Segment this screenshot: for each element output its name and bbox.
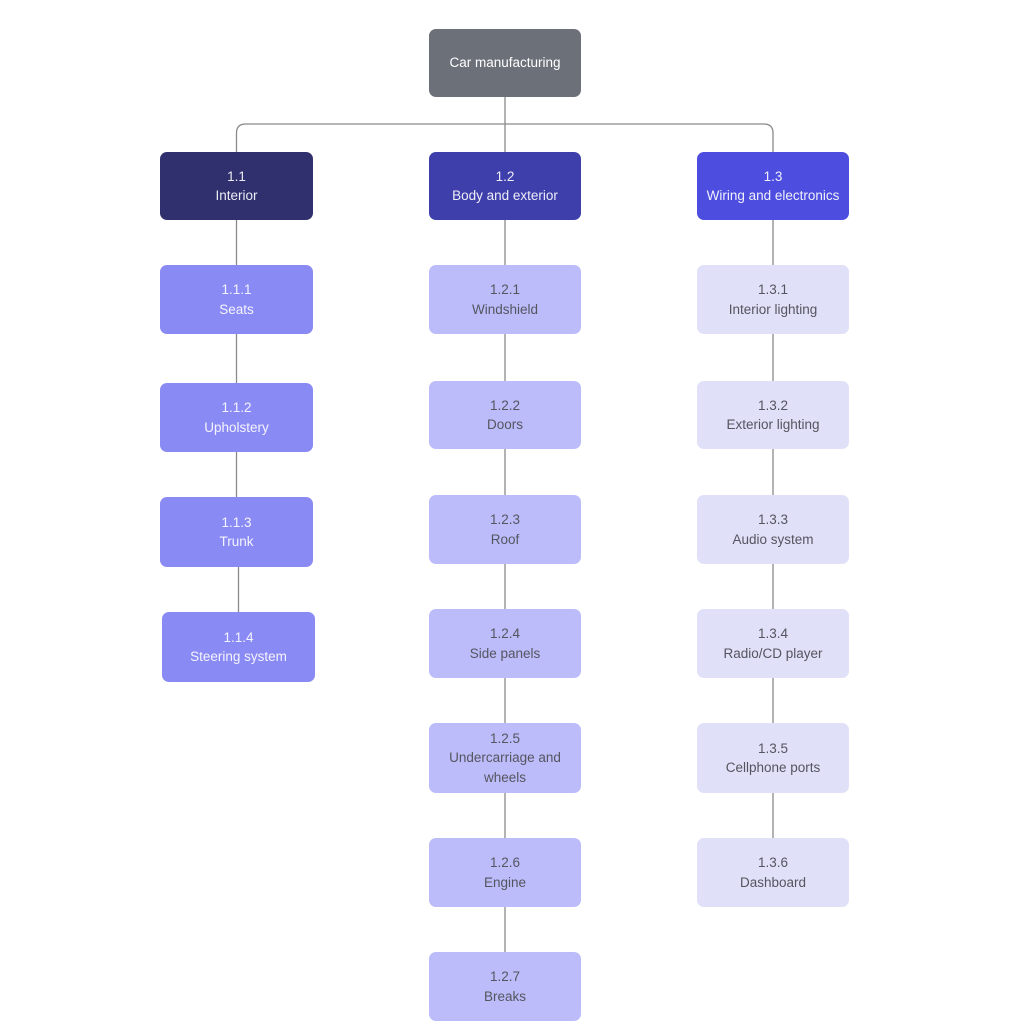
node-code: 1.3.2 [757, 397, 789, 413]
node-label: Trunk [219, 534, 254, 549]
node-code: 1.3 [763, 168, 783, 184]
node-label: Undercarriage and wheels [449, 750, 561, 785]
node-label: Dashboard [739, 874, 807, 890]
node-code: 1.2.6 [489, 855, 521, 871]
node-code: 1.3.1 [757, 282, 789, 298]
node-code: 1.1.2 [221, 400, 252, 416]
node-code: 1.2.3 [489, 512, 521, 528]
node-label: Roof [490, 531, 520, 547]
node-code: 1.2 [495, 168, 515, 184]
node-code: 1.2.2 [489, 397, 521, 413]
node-label: Side panels [469, 645, 541, 661]
node-label: Body and exterior [452, 188, 558, 203]
node-code: 1.3.3 [757, 512, 789, 528]
node-code: 1.1.1 [221, 282, 252, 298]
edge-root-to-1.3 [505, 123, 774, 152]
node-code: 1.3.4 [757, 626, 789, 642]
node-label: Steering system [190, 649, 287, 664]
node-label: Radio/CD player [723, 645, 823, 661]
node-label: Doors [486, 417, 523, 432]
node-code: 1.2.5 [489, 731, 521, 747]
node-label: Breaks [483, 988, 527, 1004]
node-label: Seats [219, 301, 254, 317]
node-label: Windshield [471, 301, 539, 317]
node-root[interactable]: Car manufacturing [429, 29, 581, 97]
node-code: 1.2.7 [489, 969, 521, 985]
edge-root-to-1.1 [235, 123, 505, 152]
node-label: Upholstery [204, 419, 269, 435]
node-label: Interior [215, 188, 258, 203]
node-code: 1.3.6 [757, 855, 789, 871]
node-code: 1.3.5 [757, 740, 789, 756]
node-label: Wiring and electronics [706, 188, 840, 203]
node-label: Audio system [732, 531, 814, 547]
node-code: 1.2.1 [489, 282, 521, 298]
node-label: Engine [483, 874, 527, 890]
node-label: Cellphone ports [725, 760, 821, 775]
node-code: 1.2.4 [489, 626, 521, 642]
node-code: 1.1 [227, 168, 246, 184]
node-label: Interior lighting [728, 301, 818, 317]
node-label: Exterior lighting [726, 417, 820, 432]
node-label: Car manufacturing [449, 55, 561, 71]
node-code: 1.1.4 [223, 629, 254, 645]
node-code: 1.1.3 [221, 514, 252, 530]
